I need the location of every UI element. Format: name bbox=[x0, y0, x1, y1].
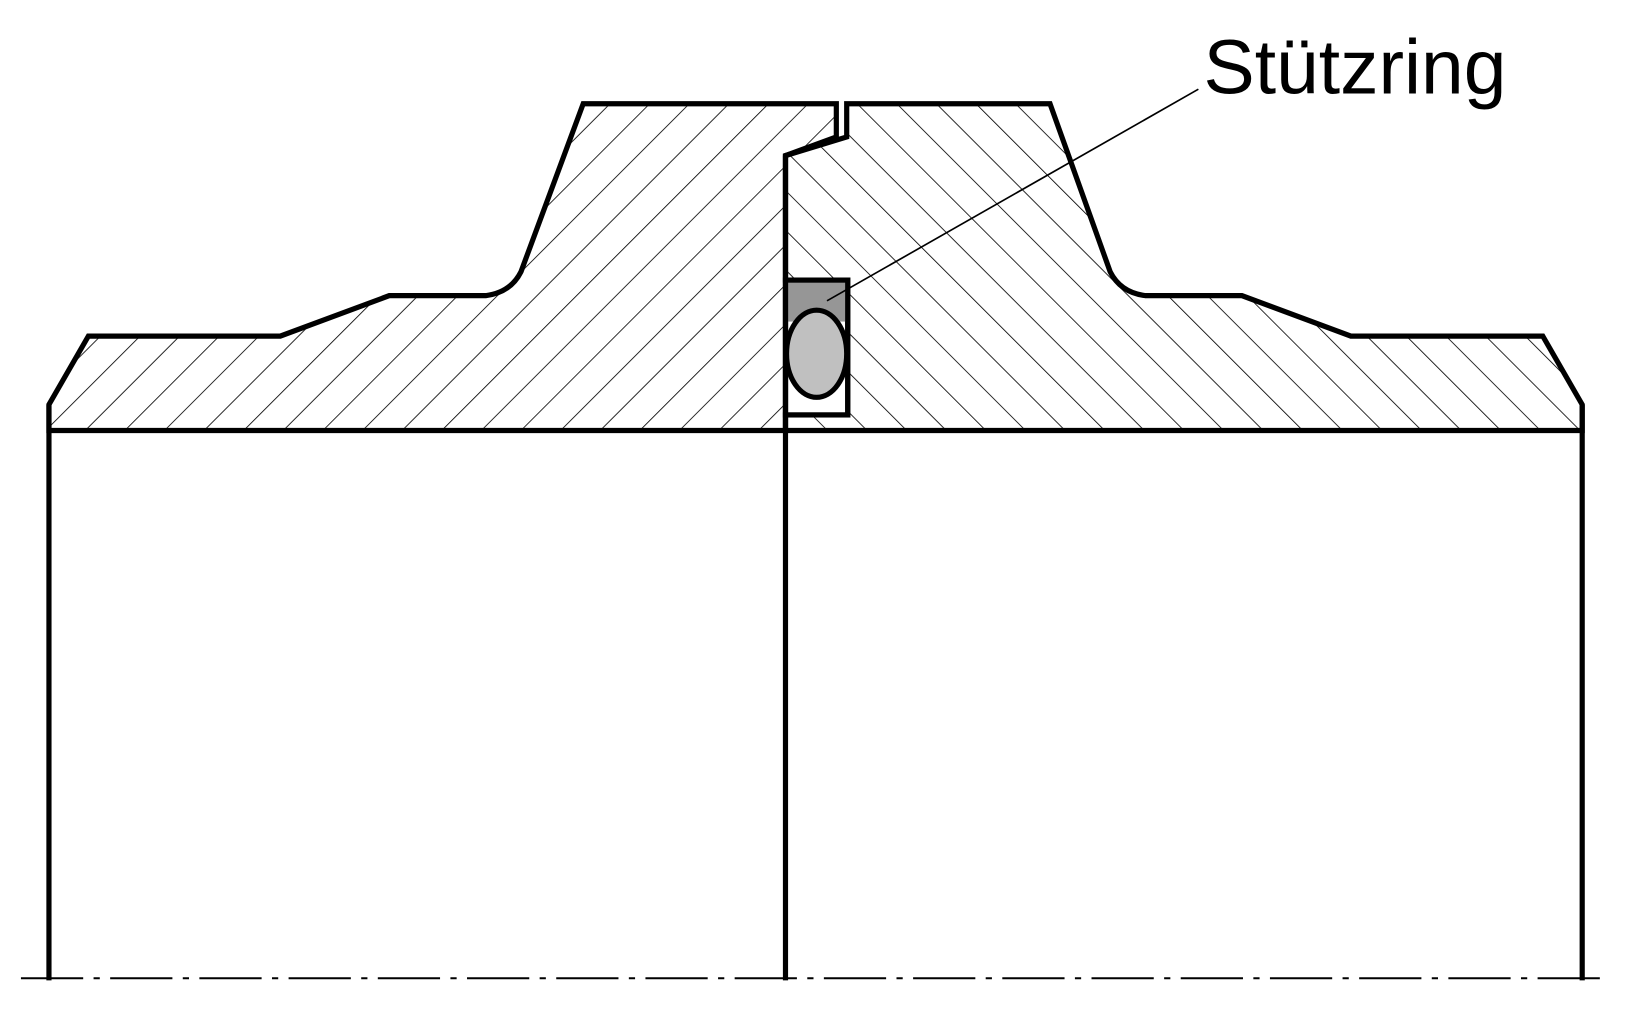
pipe-outlines bbox=[46, 155, 1585, 981]
left-flange-section bbox=[46, 101, 839, 434]
callout-label-stuetzring: Stützring bbox=[1204, 25, 1507, 110]
right-flange-section bbox=[782, 101, 1585, 434]
seal-groove bbox=[782, 277, 851, 418]
callout-leader-line bbox=[826, 88, 1199, 302]
o-ring bbox=[783, 307, 850, 400]
